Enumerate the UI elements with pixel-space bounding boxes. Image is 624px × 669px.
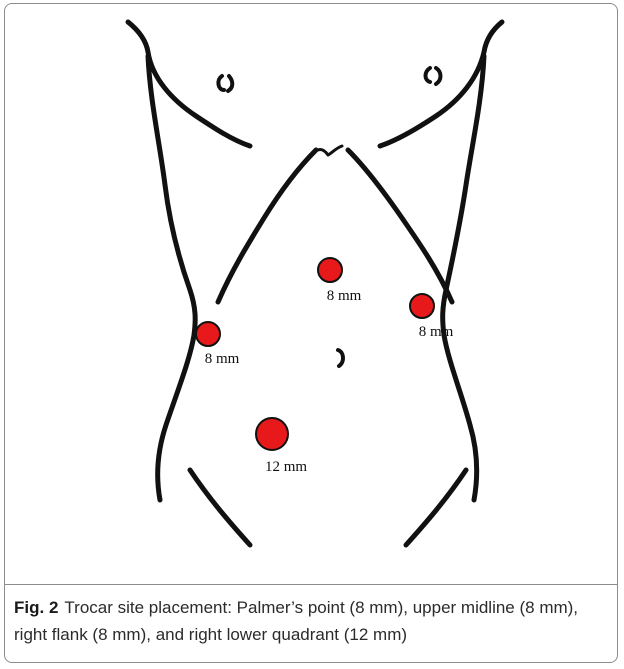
upper-midline-port-label: 8 mm bbox=[327, 288, 362, 304]
umbilicus bbox=[338, 350, 343, 366]
palmers-point-port-label: 8 mm bbox=[205, 351, 240, 367]
right-flank-port-label: 8 mm bbox=[419, 324, 454, 340]
right-nipple bbox=[426, 68, 441, 84]
left-nipple bbox=[218, 76, 232, 91]
caption-divider bbox=[4, 584, 618, 585]
left-torso-outline bbox=[148, 56, 195, 500]
palmers-point-port bbox=[196, 322, 220, 346]
abdomen-diagram: 8 mm 8 mm 8 mm 12 mm bbox=[0, 0, 624, 584]
xiphoid-mark bbox=[318, 146, 342, 155]
left-inguinal-line bbox=[190, 470, 250, 545]
left-rib-margin bbox=[218, 150, 316, 302]
caption-text: Trocar site placement: Palmer’s point (8… bbox=[14, 598, 578, 644]
right-rib-margin bbox=[348, 150, 452, 302]
figure-label: Fig. 2 bbox=[14, 598, 58, 617]
right-flank-port bbox=[410, 294, 434, 318]
trocar-ports-layer: 8 mm 8 mm 8 mm 12 mm bbox=[196, 258, 454, 475]
right-lower-quadrant-port bbox=[256, 418, 288, 450]
right-inguinal-line bbox=[406, 470, 466, 545]
right-lower-quadrant-port-label: 12 mm bbox=[265, 459, 307, 475]
right-torso-outline bbox=[443, 56, 484, 500]
upper-midline-port bbox=[318, 258, 342, 282]
